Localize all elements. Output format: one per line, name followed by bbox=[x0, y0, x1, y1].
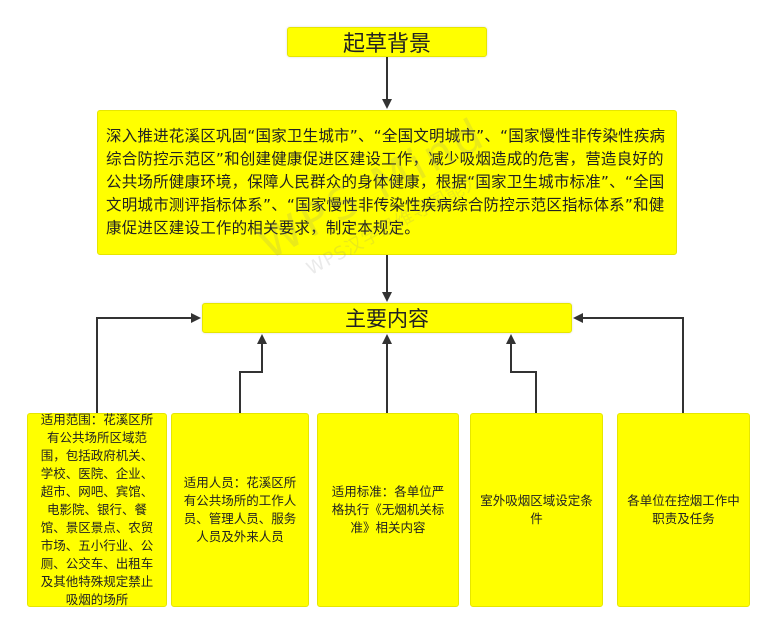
leaf-node-personnel[interactable]: 适用人员：花溪区所有公共场所的工作人员、管理人员、服务人员及外来人员 bbox=[171, 413, 309, 607]
title-node-label: 起草背景 bbox=[342, 32, 431, 57]
connector-leaf-4-to-main bbox=[506, 334, 537, 413]
leaf-node-scope[interactable]: 适用范围：花溪区所有公共场所区域范围，包括政府机关、学校、医院、企业、超市、网吧… bbox=[27, 412, 167, 607]
connector-leaf-5-to-main bbox=[573, 313, 684, 413]
leaf-node-responsibilities[interactable]: 各单位在控烟工作中职责及任务 bbox=[617, 413, 750, 607]
leaf-node-scope-text: 适用范围：花溪区所有公共场所区域范围，包括政府机关、学校、医院、企业、超市、网吧… bbox=[40, 412, 154, 607]
connector-leaf-2-to-main bbox=[239, 334, 267, 413]
main-content-node-label: 主要内容 bbox=[345, 307, 429, 331]
leaf-node-outdoor-smoking-area[interactable]: 室外吸烟区域设定条件 bbox=[470, 413, 603, 607]
leaf-node-personnel-text: 适用人员：花溪区所有公共场所的工作人员、管理人员、服务人员及外来人员 bbox=[183, 475, 297, 544]
background-node[interactable]: 深入推进花溪区巩固“国家卫生城市”、“全国文明城市”、“国家慢性非传染性疾病综合… bbox=[97, 110, 677, 255]
leaf-node-standard-text: 适用标准：各单位严格执行《无烟机关标准》相关内容 bbox=[331, 484, 445, 535]
connector-leaf-1-to-main bbox=[96, 313, 201, 413]
leaf-node-standard[interactable]: 适用标准：各单位严格执行《无烟机关标准》相关内容 bbox=[317, 413, 459, 607]
title-node[interactable]: 起草背景 bbox=[287, 27, 487, 57]
leaf-node-responsibilities-text: 各单位在控烟工作中职责及任务 bbox=[627, 493, 740, 526]
main-content-node[interactable]: 主要内容 bbox=[202, 303, 572, 333]
leaf-node-outdoor-smoking-area-text: 室外吸烟区域设定条件 bbox=[480, 493, 593, 526]
background-node-text: 深入推进花溪区巩固“国家卫生城市”、“全国文明城市”、“国家慢性非传染性疾病综合… bbox=[106, 127, 666, 237]
